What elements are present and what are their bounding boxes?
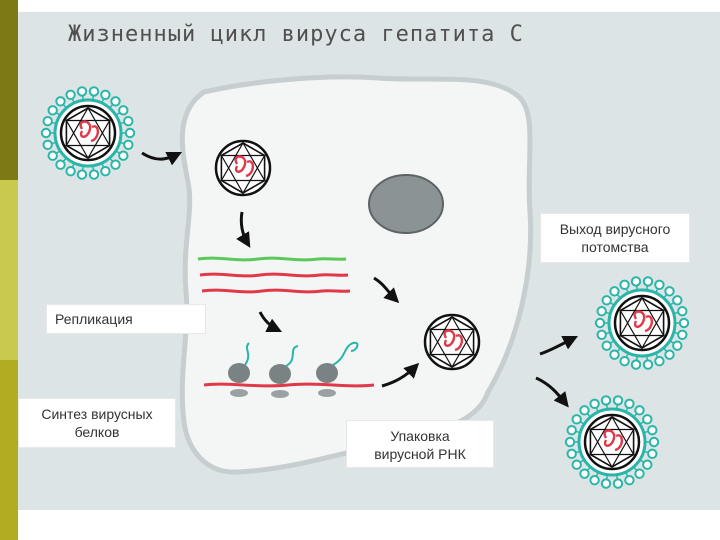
label-rna-packaging-line1: Упаковка [347,427,493,445]
envelope-spike [632,277,640,285]
label-protein-synthesis: Синтез вирусных белков [18,398,176,448]
rna-strand-green [198,258,346,260]
envelope-spike [566,438,574,446]
envelope-spike [101,167,109,175]
label-progeny-exit-line1: Выход вирусного [541,220,689,238]
envelope-spike [650,438,658,446]
envelope-spike [119,152,127,160]
assembled-capsid [425,315,479,369]
envelope-spike [603,342,611,350]
label-rna-packaging: Упаковка вирусной РНК [346,420,494,468]
rna-strand-red-1 [200,274,348,276]
envelope-spike [124,141,132,149]
envelope-spike [632,360,640,368]
envelope-spike [44,117,52,125]
envelope-spike [678,331,686,339]
label-replication: Репликация [46,304,206,334]
envelope-spike [44,141,52,149]
envelope-spike [614,396,622,404]
envelope-spike [598,307,606,315]
envelope-spike [678,307,686,315]
label-progeny-exit: Выход вирусного потомства [540,213,690,263]
envelope-spike [78,87,86,95]
envelope-spike [620,281,628,289]
life-cycle-diagram: Жизненный цикл вируса гепатита С [18,12,720,510]
envelope-spike [648,450,656,458]
envelope-spike [66,167,74,175]
label-rna-packaging-line2: вирусной РНК [347,445,493,463]
envelope-spike [573,415,581,423]
envelope-spike [602,479,610,487]
envelope-spike [90,87,98,95]
envelope-spike [568,426,576,434]
envelope-spike [625,400,633,408]
rna-strand-red-2 [202,290,350,292]
envelope-spike [568,450,576,458]
envelope-spike [673,296,681,304]
sidebar-band-light [0,180,18,360]
arrow-release-lower [536,378,566,404]
internalized-capsid [216,141,270,195]
envelope-spike [680,319,688,327]
released-virion-lower [566,396,658,488]
envelope-spike [598,331,606,339]
envelope-spike [643,461,651,469]
cell-nucleus [369,175,443,233]
envelope-spike [603,296,611,304]
envelope-spike [648,426,656,434]
envelope-spike [644,277,652,285]
envelope-spike [625,476,633,484]
envelope-spike [42,129,50,137]
virion-capsid [585,415,639,469]
released-virion-upper [596,277,688,369]
envelope-spike [56,161,64,169]
envelope-spike [124,117,132,125]
envelope-spike [126,129,134,137]
envelope-spike [665,287,673,295]
envelope-spike [78,170,86,178]
envelope-spike [111,161,119,169]
incoming-virion [42,87,134,179]
envelope-spike [49,106,57,114]
envelope-spike [590,400,598,408]
envelope-spike [644,360,652,368]
envelope-spike [580,470,588,478]
envelope-spike [643,415,651,423]
envelope-spike [596,319,604,327]
envelope-spike [49,152,57,160]
sidebar-band-mid [0,360,18,540]
envelope-spike [66,91,74,99]
envelope-spike [56,97,64,105]
envelope-spike [635,470,643,478]
sidebar-band-dark [0,0,18,180]
envelope-spike [580,406,588,414]
label-protein-synthesis-line2: белков [19,423,175,441]
envelope-spike [90,170,98,178]
envelope-spike [610,287,618,295]
arrow-release-upper [540,338,574,354]
label-progeny-exit-line2: потомства [541,238,689,256]
envelope-spike [610,351,618,359]
envelope-spike [602,396,610,404]
envelope-spike [573,461,581,469]
envelope-spike [665,351,673,359]
label-protein-synthesis-line1: Синтез вирусных [19,405,175,423]
envelope-spike [614,479,622,487]
mrna-strand [204,384,374,386]
envelope-spike [635,406,643,414]
envelope-spike [673,342,681,350]
envelope-spike [590,476,598,484]
envelope-spike [111,97,119,105]
envelope-spike [119,106,127,114]
envelope-spike [620,357,628,365]
virion-capsid [615,296,669,350]
envelope-spike [101,91,109,99]
envelope-spike [655,281,663,289]
arrow-entry [142,153,178,159]
envelope-spike [655,357,663,365]
slide-sidebar [0,0,18,540]
virion-capsid [61,106,115,160]
